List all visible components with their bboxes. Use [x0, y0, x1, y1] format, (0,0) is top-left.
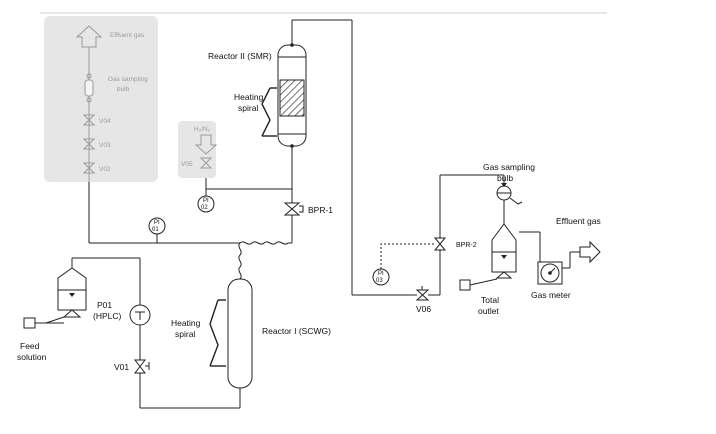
- label-effluent-gas-right: Effluent gas: [556, 216, 601, 226]
- svg-text:PI: PI: [203, 198, 209, 204]
- label-gsb-right-2: bulb: [497, 173, 513, 183]
- piping: [71, 19, 541, 409]
- pi02-gauge: PI 02: [197, 195, 215, 213]
- label-heating-spiral-ii-2: spiral: [238, 103, 258, 113]
- label-h2n2: H₂/N₂: [194, 126, 211, 133]
- svg-text:PI: PI: [154, 220, 160, 226]
- h2n2-down-arrow-icon: [194, 134, 218, 155]
- label-p01-2: (HPLC): [93, 311, 122, 321]
- svg-text:03: 03: [376, 278, 383, 284]
- label-bpr1: BPR-1: [308, 205, 333, 215]
- label-feed-solution-1: Feed: [20, 341, 40, 351]
- label-heating-spiral-i-2: spiral: [175, 329, 195, 339]
- label-reactor-ii: Reactor II (SMR): [208, 51, 272, 61]
- feed-solution-tank: [23, 267, 87, 329]
- v06-valve-icon[interactable]: [415, 286, 430, 301]
- p01-pump[interactable]: [129, 304, 151, 326]
- label-v03: V03: [99, 142, 111, 149]
- v05-valve-icon[interactable]: [199, 157, 213, 169]
- heating-spiral-ii-icon: [261, 87, 271, 137]
- label-v02: V02: [99, 166, 111, 173]
- outlet-motor-icon: [459, 279, 471, 291]
- v02-valve-icon[interactable]: [82, 162, 96, 174]
- label-gsb-right-1: Gas sampling: [483, 162, 535, 172]
- effluent-up-arrow-icon: [75, 25, 103, 48]
- label-gsb-top-2: bulb: [117, 86, 130, 93]
- label-total-outlet-1: Total: [481, 295, 499, 305]
- reactor-i: [209, 278, 253, 389]
- label-v04: V04: [99, 118, 111, 125]
- svg-text:PI: PI: [378, 271, 384, 277]
- pi03-gauge: PI 03: [372, 268, 390, 286]
- label-heating-spiral-i-1: Heating: [171, 318, 201, 328]
- catalyst-bed: [279, 79, 305, 117]
- bpr2-valve-icon[interactable]: [433, 237, 447, 251]
- label-reactor-i: Reactor I (SCWG): [262, 326, 331, 336]
- v03-valve-icon[interactable]: [82, 138, 96, 150]
- svg-text:02: 02: [201, 205, 208, 211]
- label-v01: V01: [114, 362, 129, 372]
- label-gsb-top-1: Gas sampling: [108, 76, 148, 83]
- v01-valve-icon[interactable]: [133, 359, 150, 374]
- label-total-outlet-2: outlet: [478, 306, 499, 316]
- sampling-panel: Effluent gas Gas sampling bulb V04 V03 V…: [44, 16, 158, 182]
- label-v05: V05: [181, 161, 193, 168]
- bpr1-valve-icon[interactable]: [283, 202, 304, 216]
- label-bpr2: BPR-2: [456, 242, 477, 249]
- total-outlet-tank: [459, 223, 517, 291]
- label-v06: V06: [416, 304, 431, 314]
- label-heating-spiral-ii-1: Heating: [234, 92, 264, 102]
- stirrer-motor-icon: [23, 317, 36, 329]
- v04-valve-icon[interactable]: [82, 114, 96, 126]
- pi01-gauge: PI 01: [148, 217, 166, 235]
- h2n2-panel: H₂/N₂ V05: [178, 121, 218, 178]
- gas-sampling-bulb-right: [496, 183, 523, 205]
- reactor-ii: [261, 43, 307, 148]
- label-gas-meter: Gas meter: [531, 290, 571, 300]
- effluent-right-arrow-icon: [579, 240, 601, 264]
- label-p01-1: P01: [97, 300, 112, 310]
- gas-meter: [537, 251, 580, 285]
- svg-text:01: 01: [152, 227, 159, 233]
- heating-spiral-i-icon: [209, 299, 219, 367]
- label-effluent-gas-top: Effluent gas: [110, 32, 145, 39]
- label-feed-solution-2: solution: [17, 352, 47, 362]
- gas-sampling-bulb-top: [84, 79, 94, 97]
